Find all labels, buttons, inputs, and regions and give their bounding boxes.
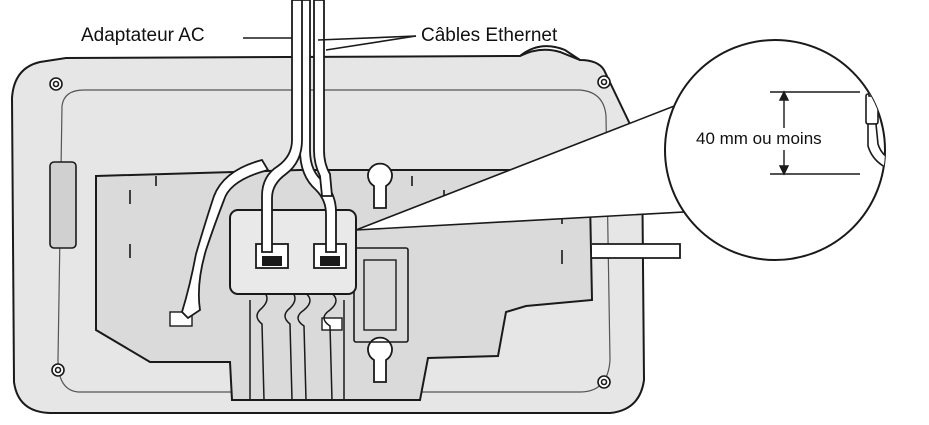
side-jack (353, 247, 409, 343)
phone-inner-rim (57, 89, 611, 393)
left-cradle-tab (49, 161, 77, 249)
screw-holes (49, 75, 611, 389)
label-dimension: 40 mm ou moins (696, 129, 822, 148)
label-ethernet-cables: Câbles Ethernet (421, 25, 558, 46)
label-leaders (243, 35, 417, 51)
phone-top-ridge (519, 45, 581, 61)
cable-channels (249, 289, 345, 401)
side-jack-inner (363, 259, 397, 331)
ethernet-cables (299, 0, 337, 253)
ac-adapter-cable (180, 0, 303, 320)
wall-mount-keyholes (367, 162, 393, 383)
label-ac-adapter: Adaptateur AC (81, 25, 205, 46)
zoom-circle (664, 39, 886, 261)
dimension-marker (770, 90, 860, 176)
right-exit-cable (592, 243, 681, 259)
lan-port-left (255, 243, 289, 269)
lower-jack (321, 317, 343, 331)
